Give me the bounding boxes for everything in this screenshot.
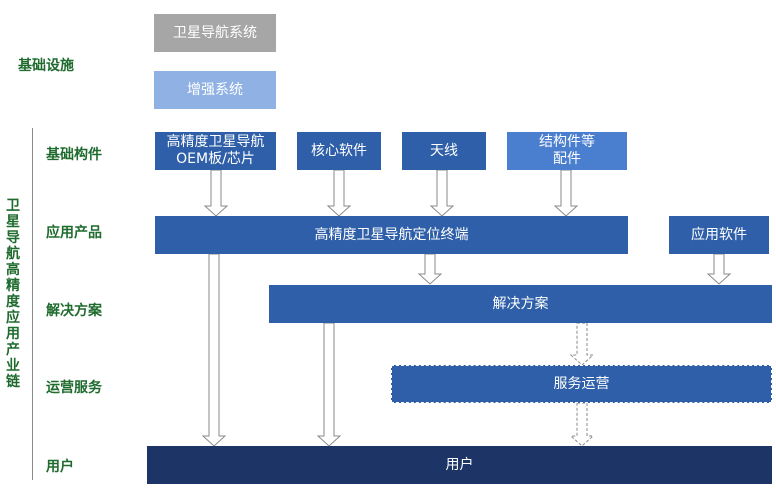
arrow-parts-to-terminal (553, 169, 579, 217)
antenna-box: 天线 (402, 132, 486, 170)
layer-label-operations: 运营服务 (46, 380, 102, 396)
arrow-terminal-to-solution (417, 253, 443, 285)
oem-box: 高精度卫星导航 OEM板/芯片 (155, 132, 276, 170)
arrow-solution-to-user (316, 322, 342, 447)
chain-divider-line (32, 128, 33, 480)
app-software-box: 应用软件 (669, 216, 769, 254)
layer-label-solutions: 解决方案 (46, 303, 102, 319)
arrow-terminal-to-user (201, 253, 227, 447)
terminal-box: 高精度卫星导航定位终端 (155, 216, 628, 254)
arrow-core-software-to-terminal (326, 169, 352, 217)
augmentation-box: 增强系统 (154, 71, 276, 109)
service-ops-box: 服务运营 (391, 365, 772, 403)
solution-box: 解决方案 (269, 285, 772, 323)
arrow-solution-to-ops-dashed (569, 322, 595, 366)
arrow-ops-to-user-dashed (569, 402, 595, 447)
arrow-oem-to-terminal (203, 169, 229, 217)
layer-label-users: 用户 (46, 459, 74, 475)
layer-label-infrastructure: 基础设施 (18, 58, 74, 74)
layer-label-products: 应用产品 (46, 225, 102, 241)
layer-label-components: 基础构件 (46, 147, 102, 163)
core-software-box: 核心软件 (297, 132, 381, 170)
user-box: 用户 (147, 446, 772, 484)
arrow-antenna-to-terminal (429, 169, 455, 217)
gnss-box: 卫星导航系统 (154, 14, 276, 52)
arrow-app-software-to-solution (706, 253, 732, 285)
structural-parts-box: 结构件等 配件 (507, 132, 627, 170)
chain-title: 卫星导航高精度应用产业链 (6, 198, 20, 390)
